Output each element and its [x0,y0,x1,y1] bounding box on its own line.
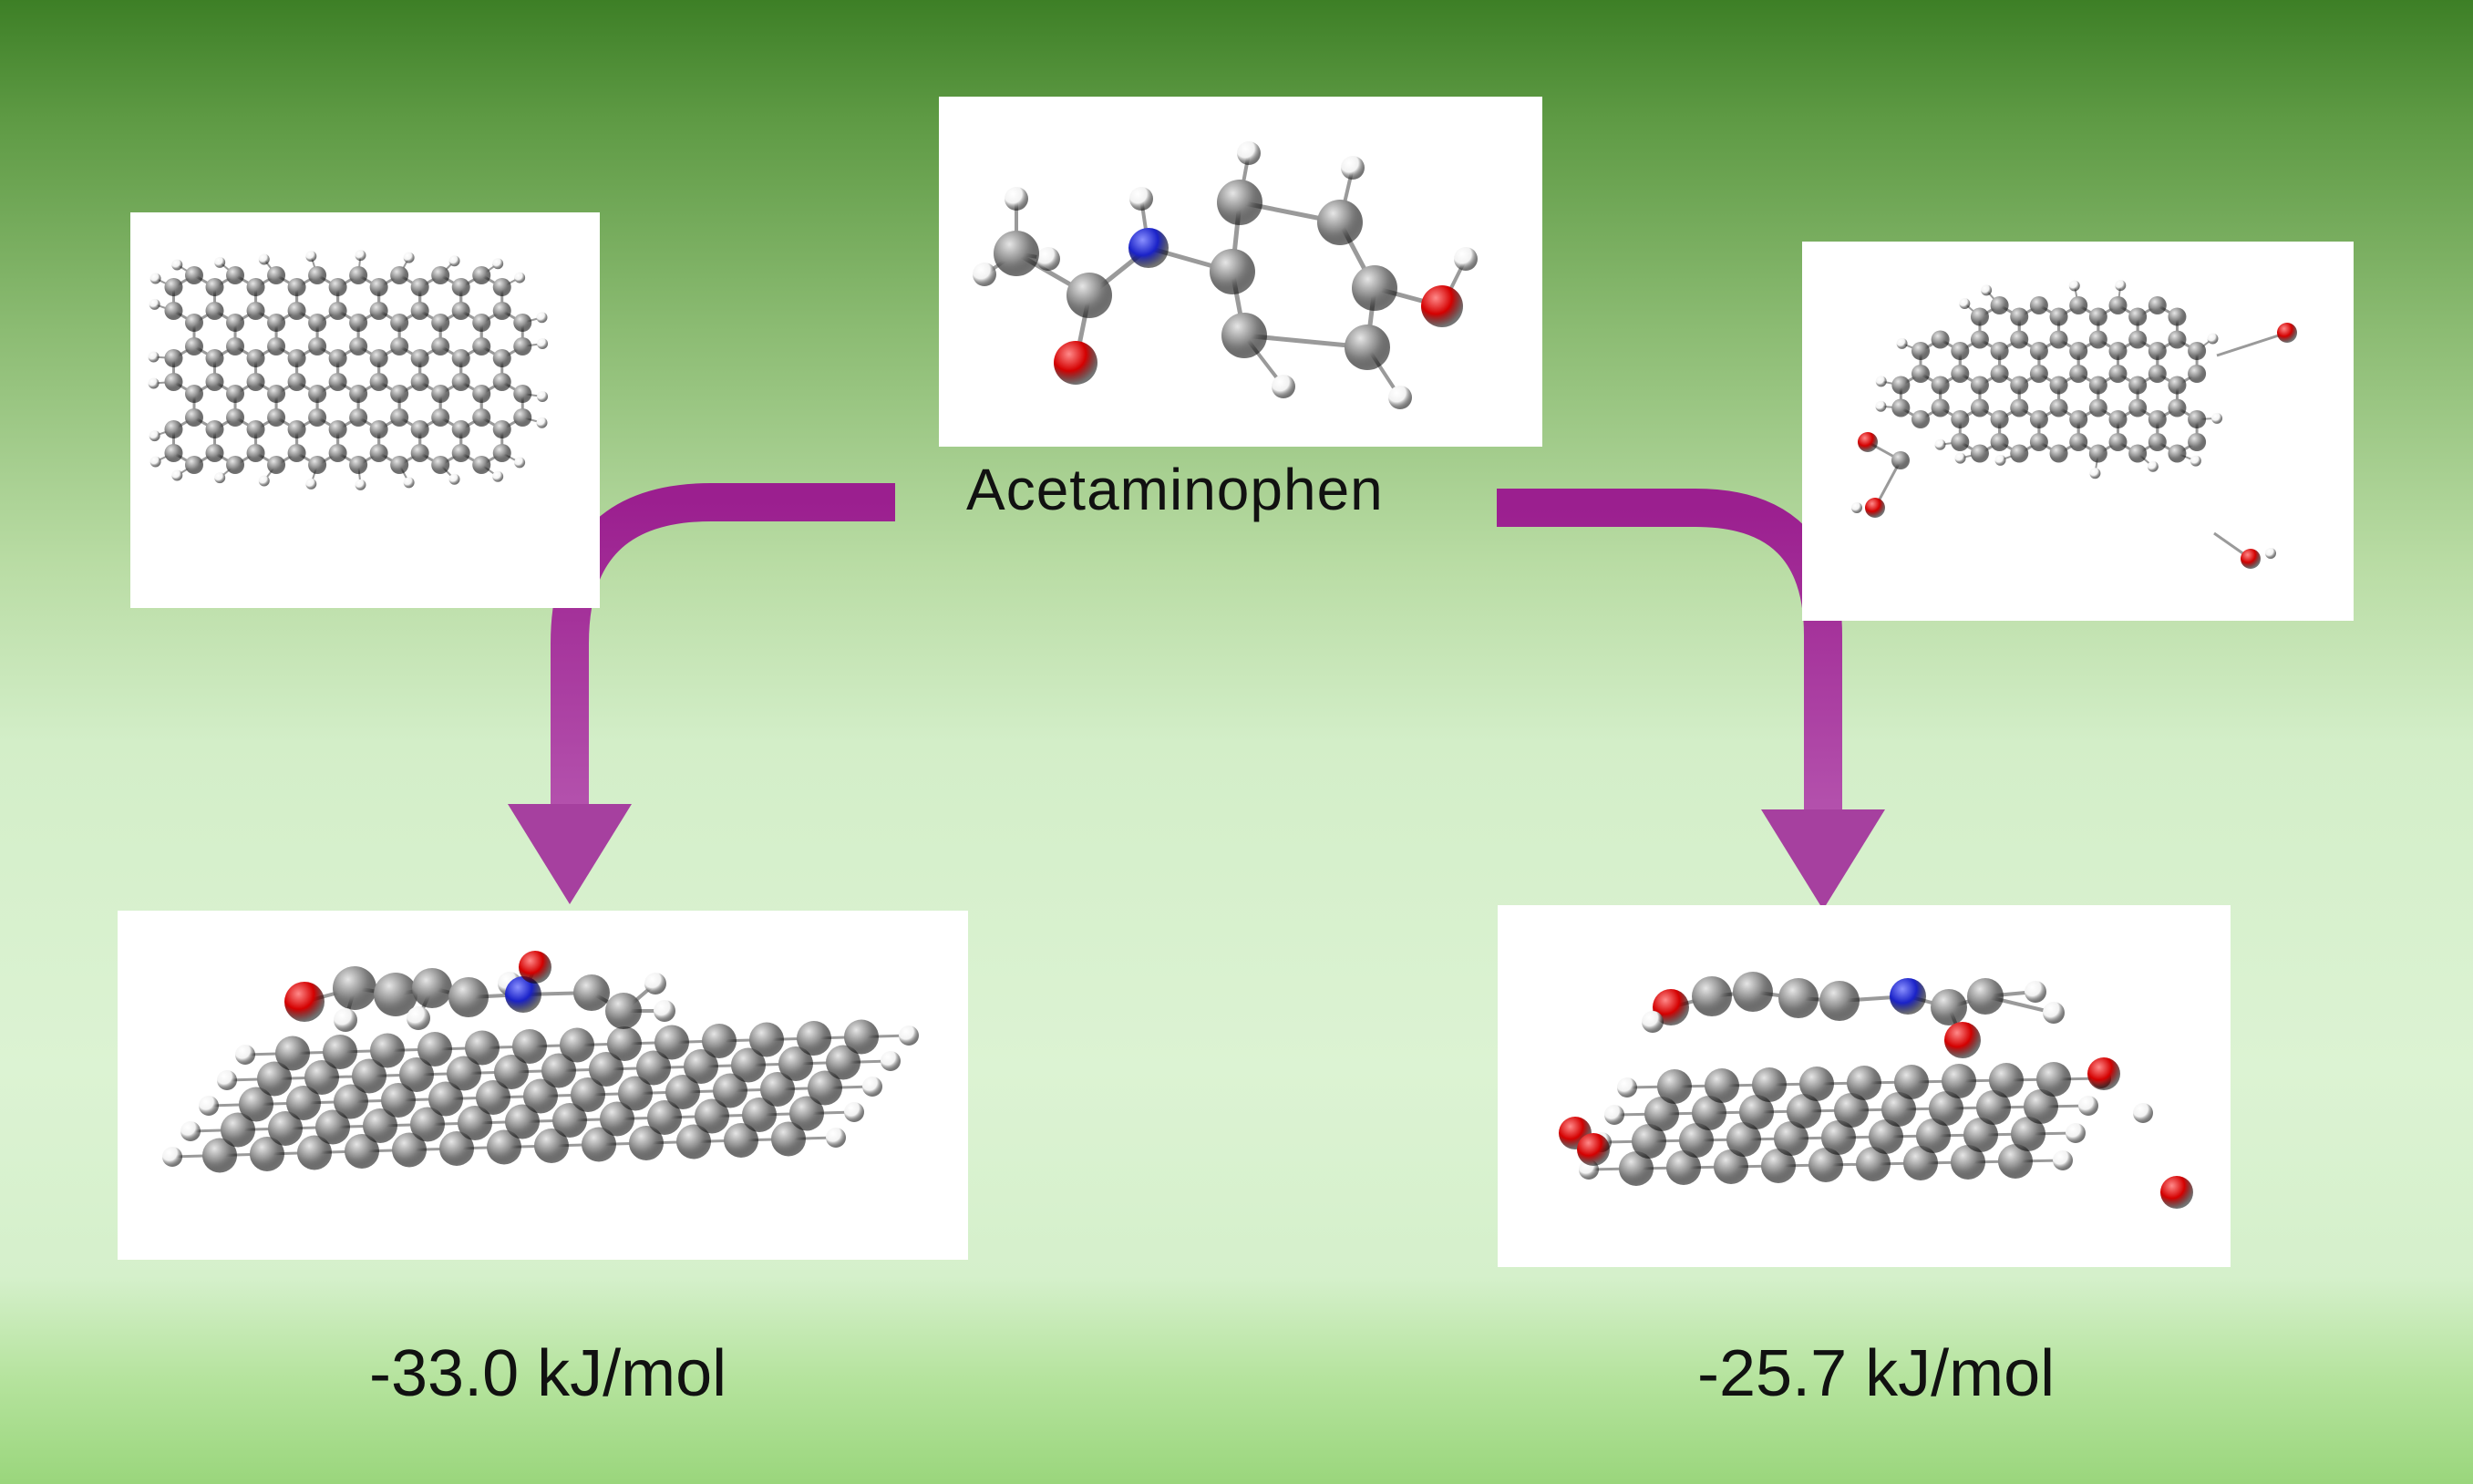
graphene-structure-image [130,212,600,608]
molecule-label: Acetaminophen [966,457,1384,522]
acetaminophen-structure-image [939,97,1542,447]
arrow-to-graphene [508,483,895,904]
graphene-adsorption-energy-label: -33.0 kJ/mol [369,1337,727,1410]
graphene-oxide-structure-image [1802,242,2354,621]
acetaminophen-graphene-complex-image [118,911,968,1260]
graphene-oxide-adsorption-energy-label: -25.7 kJ/mol [1697,1337,2056,1410]
acetaminophen-graphene-oxide-complex-image [1498,905,2231,1267]
